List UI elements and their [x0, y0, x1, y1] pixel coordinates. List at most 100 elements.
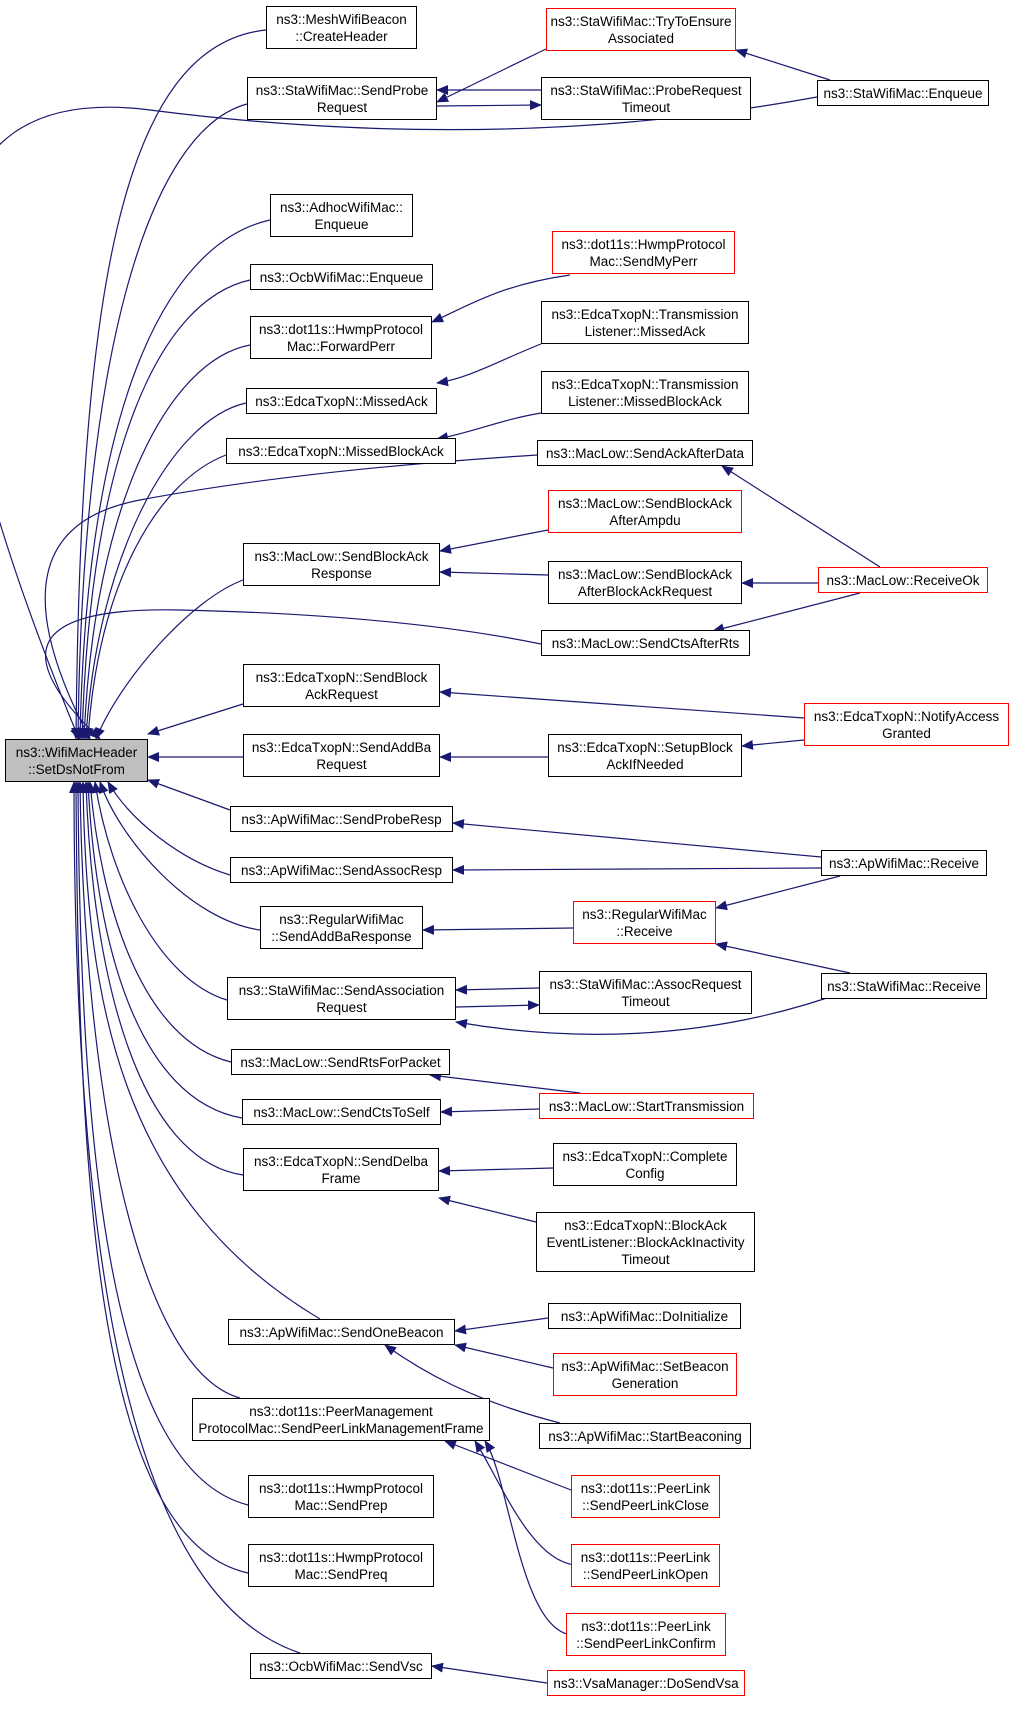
caller-node-apwifimac-doinitialize[interactable]: ns3::ApWifiMac::DoInitialize	[548, 1303, 741, 1329]
caller-node-peerlink-sendpeerlinkopen[interactable]: ns3::dot11s::PeerLink ::SendPeerLinkOpen	[571, 1544, 720, 1587]
edge-m_reg_receive-to-c_reg_addbaresp	[422, 924, 574, 935]
edge-m_tl_missedack-to-c_missedack	[436, 343, 542, 387]
caller-node-regularwifimac-sendaddbaresponse[interactable]: ns3::RegularWifiMac ::SendAddBaResponse	[260, 906, 423, 949]
root-node-setdsnotfrom[interactable]: ns3::WifiMacHeader ::SetDsNotFrom	[5, 739, 148, 782]
caller-node-stawifimac-sendassociationrequest[interactable]: ns3::StaWifiMac::SendAssociation Request	[227, 977, 456, 1020]
caller-node-maclow-receiveok[interactable]: ns3::MacLow::ReceiveOk	[818, 567, 988, 593]
edge-c_ctsself-to-root	[83, 781, 243, 1119]
edge-r_sta_enqueue-to-root	[0, 96, 818, 740]
edge-m_ctsafterrts-to-root	[45, 609, 542, 740]
caller-node-maclow-sendctsafterrts[interactable]: ns3::MacLow::SendCtsAfterRts	[541, 630, 750, 656]
edge-c_sta_probe-to-root	[73, 103, 248, 740]
caller-node-hwmpprotocolmac-sendpreq[interactable]: ns3::dot11s::HwmpProtocol Mac::SendPreq	[248, 1544, 434, 1587]
caller-node-regularwifimac-receive[interactable]: ns3::RegularWifiMac ::Receive	[573, 901, 716, 944]
caller-node-transmissionlistener-missedack[interactable]: ns3::EdcaTxopN::Transmission Listener::M…	[541, 301, 749, 344]
caller-node-apwifimac-startbeaconing[interactable]: ns3::ApWifiMac::StartBeaconing	[539, 1423, 751, 1449]
caller-node-hwmpprotocolmac-forwardperr[interactable]: ns3::dot11s::HwmpProtocol Mac::ForwardPe…	[250, 316, 432, 359]
edge-m_completeconfig-to-c_delba	[438, 1165, 554, 1176]
edge-c_sendprep-to-root	[73, 781, 249, 1506]
edge-r_ap_receive-to-c_ap_assocresp	[452, 864, 822, 875]
edge-m_setbeacon-to-c_onebeacon	[454, 1342, 554, 1369]
edge-c_delba-to-root	[81, 781, 244, 1176]
edge-r_notifyaccess-to-c_sbareq	[439, 687, 805, 719]
caller-node-meshwifibeacon-createheader[interactable]: ns3::MeshWifiBeacon ::CreateHeader	[266, 6, 417, 49]
edge-m_startbeacon-to-c_onebeacon	[384, 1344, 561, 1424]
caller-node-edcatxopn-sendblockackrequest[interactable]: ns3::EdcaTxopN::SendBlock AckRequest	[243, 664, 440, 707]
caller-node-edcatxopn-missedblockack[interactable]: ns3::EdcaTxopN::MissedBlockAck	[226, 438, 456, 464]
caller-node-peerlink-sendpeerlinkconfirm[interactable]: ns3::dot11s::PeerLink ::SendPeerLinkConf…	[566, 1613, 726, 1656]
caller-node-edcatxopn-setupblockackifneeded[interactable]: ns3::EdcaTxopN::SetupBlock AckIfNeeded	[548, 734, 742, 777]
caller-node-maclow-starttransmission[interactable]: ns3::MacLow::StartTransmission	[539, 1093, 754, 1119]
caller-node-maclow-sendackafterdata[interactable]: ns3::MacLow::SendAckAfterData	[537, 440, 753, 466]
edge-m_dosendvsa-to-c_sendvsc	[431, 1662, 548, 1684]
caller-node-maclow-sendblockackafterampdu[interactable]: ns3::MacLow::SendBlockAck AfterAmpdu	[548, 490, 742, 533]
edge-c_sba_resp-to-root	[95, 579, 244, 740]
edge-m_ba_ampdu-to-c_sba_resp	[439, 529, 549, 554]
edge-m_ackafterdata-to-root	[44, 454, 538, 740]
caller-node-edcatxopn-notifyaccessgranted[interactable]: ns3::EdcaTxopN::NotifyAccess Granted	[804, 703, 1009, 746]
caller-node-maclow-sendblockackafterblockackrequest[interactable]: ns3::MacLow::SendBlockAck AfterBlockAckR…	[548, 561, 742, 604]
edge-m_assocreq_to-to-c_sta_assoc	[455, 984, 540, 995]
edge-m_blockackinact-to-c_delba	[438, 1195, 537, 1223]
caller-node-stawifimac-trytoensureassociated[interactable]: ns3::StaWifiMac::TryToEnsure Associated	[546, 8, 736, 51]
caller-node-maclow-sendctstoself[interactable]: ns3::MacLow::SendCtsToSelf	[242, 1099, 441, 1125]
edge-r_ap_receive-to-c_ap_proberesp	[452, 819, 822, 858]
edge-c_reg_addbaresp-to-root	[98, 781, 261, 931]
edge-m_plclose-to-c_peerframe	[444, 1440, 572, 1491]
caller-node-edcatxopn-completeconfig[interactable]: ns3::EdcaTxopN::Complete Config	[553, 1143, 737, 1186]
caller-node-stawifimac-enqueue[interactable]: ns3::StaWifiMac::Enqueue	[817, 80, 989, 106]
edge-c_sendvsc-to-root	[69, 781, 301, 1654]
caller-node-peermanagementprotocolmac-sendpeerlinkmanagementframe[interactable]: ns3::dot11s::PeerManagement ProtocolMac:…	[192, 1398, 490, 1441]
edge-r_receiveok-to-m_ctsafterrts	[712, 592, 861, 634]
edge-c_meshbeacon-to-root	[71, 29, 267, 740]
edge-r_ap_receive-to-m_reg_receive	[715, 875, 841, 911]
edge-r_sta_receive-to-c_sta_assoc	[455, 989, 851, 1035]
edge-c_ocb_enq-to-root	[77, 279, 251, 740]
edge-m_plconfirm-to-c_peerframe	[484, 1440, 573, 1636]
caller-node-adhocwifimac-enqueue[interactable]: ns3::AdhocWifiMac:: Enqueue	[270, 194, 413, 237]
edge-c_peerframe-to-root	[75, 781, 241, 1399]
caller-node-apwifimac-sendonebeacon[interactable]: ns3::ApWifiMac::SendOneBeacon	[228, 1319, 455, 1345]
edge-m_sendmyperr-to-c_fwdperr	[431, 274, 571, 323]
caller-node-apwifimac-sendassocresp[interactable]: ns3::ApWifiMac::SendAssocResp	[230, 857, 453, 883]
caller-node-apwifimac-setbeacongeneration[interactable]: ns3::ApWifiMac::SetBeacon Generation	[553, 1353, 737, 1396]
caller-node-vsamanager-dosendvsa[interactable]: ns3::VsaManager::DoSendVsa	[547, 1670, 745, 1696]
caller-node-stawifimac-assocrequesttimeout[interactable]: ns3::StaWifiMac::AssocRequest Timeout	[539, 971, 752, 1014]
caller-node-blockackeventlistener-blockackinactivitytimeout[interactable]: ns3::EdcaTxopN::BlockAck EventListener::…	[536, 1212, 755, 1272]
caller-node-maclow-sendblockackresponse[interactable]: ns3::MacLow::SendBlockAck Response	[243, 543, 440, 586]
edge-c_missedack-to-root	[81, 402, 247, 740]
edge-c_fwdperr-to-root	[79, 344, 251, 740]
caller-node-edcatxopn-missedack[interactable]: ns3::EdcaTxopN::MissedAck	[246, 388, 437, 414]
edge-c_ap_proberesp-to-root	[147, 779, 231, 811]
edges-layer	[0, 29, 881, 1684]
caller-node-hwmpprotocolmac-sendprep[interactable]: ns3::dot11s::HwmpProtocol Mac::SendPrep	[248, 1475, 434, 1518]
caller-node-stawifimac-sendproberequest[interactable]: ns3::StaWifiMac::SendProbe Request	[247, 77, 437, 120]
caller-node-stawifimac-proberequesttimeout[interactable]: ns3::StaWifiMac::ProbeRequest Timeout	[541, 77, 751, 120]
caller-node-transmissionlistener-missedblockack[interactable]: ns3::EdcaTxopN::Transmission Listener::M…	[541, 371, 749, 414]
caller-node-edcatxopn-sendaddbarequest[interactable]: ns3::EdcaTxopN::SendAddBa Request	[243, 734, 440, 777]
edge-m_plopen-to-c_peerframe	[474, 1440, 576, 1566]
edge-c_rts-to-root	[85, 781, 232, 1063]
edge-r_sta_receive-to-m_reg_receive	[715, 941, 851, 974]
edge-c_onebeacon-to-root	[78, 781, 321, 1320]
edge-c_sbareq-to-root	[147, 703, 244, 736]
caller-node-stawifimac-receive[interactable]: ns3::StaWifiMac::Receive	[821, 973, 987, 999]
caller-node-maclow-sendrtsforpacket[interactable]: ns3::MacLow::SendRtsForPacket	[231, 1049, 450, 1075]
edge-c_sta_assoc-to-m_assocreq_to	[455, 1000, 540, 1011]
edge-m_starttx-to-c_rts	[429, 1071, 581, 1094]
edge-c_adhoc-to-root	[75, 219, 271, 740]
edge-m_starttx-to-c_ctsself	[440, 1106, 540, 1117]
caller-node-hwmpprotocolmac-sendmyperr[interactable]: ns3::dot11s::HwmpProtocol Mac::SendMyPer…	[552, 231, 735, 274]
caller-node-peerlink-sendpeerlinkclose[interactable]: ns3::dot11s::PeerLink ::SendPeerLinkClos…	[571, 1475, 720, 1518]
caller-node-apwifimac-receive[interactable]: ns3::ApWifiMac::Receive	[821, 850, 987, 876]
edge-c_sendpreq-to-root	[71, 781, 249, 1574]
edge-c_sta_probe-to-m_sta_probe_to	[436, 100, 542, 111]
caller-node-ocbwifimac-enqueue[interactable]: ns3::OcbWifiMac::Enqueue	[250, 264, 433, 290]
edge-r_sta_enqueue-to-m_sta_assoc_ens	[735, 48, 831, 81]
edge-m_tl_missedblockack-to-c_missedblockack	[436, 412, 542, 442]
caller-node-apwifimac-sendproberesp[interactable]: ns3::ApWifiMac::SendProbeResp	[230, 806, 453, 832]
edge-c_sta_assoc-to-root	[91, 781, 228, 1001]
caller-node-edcatxopn-senddelbaframe[interactable]: ns3::EdcaTxopN::SendDelba Frame	[243, 1148, 439, 1191]
caller-node-ocbwifimac-sendvsc[interactable]: ns3::OcbWifiMac::SendVsc	[250, 1653, 432, 1679]
